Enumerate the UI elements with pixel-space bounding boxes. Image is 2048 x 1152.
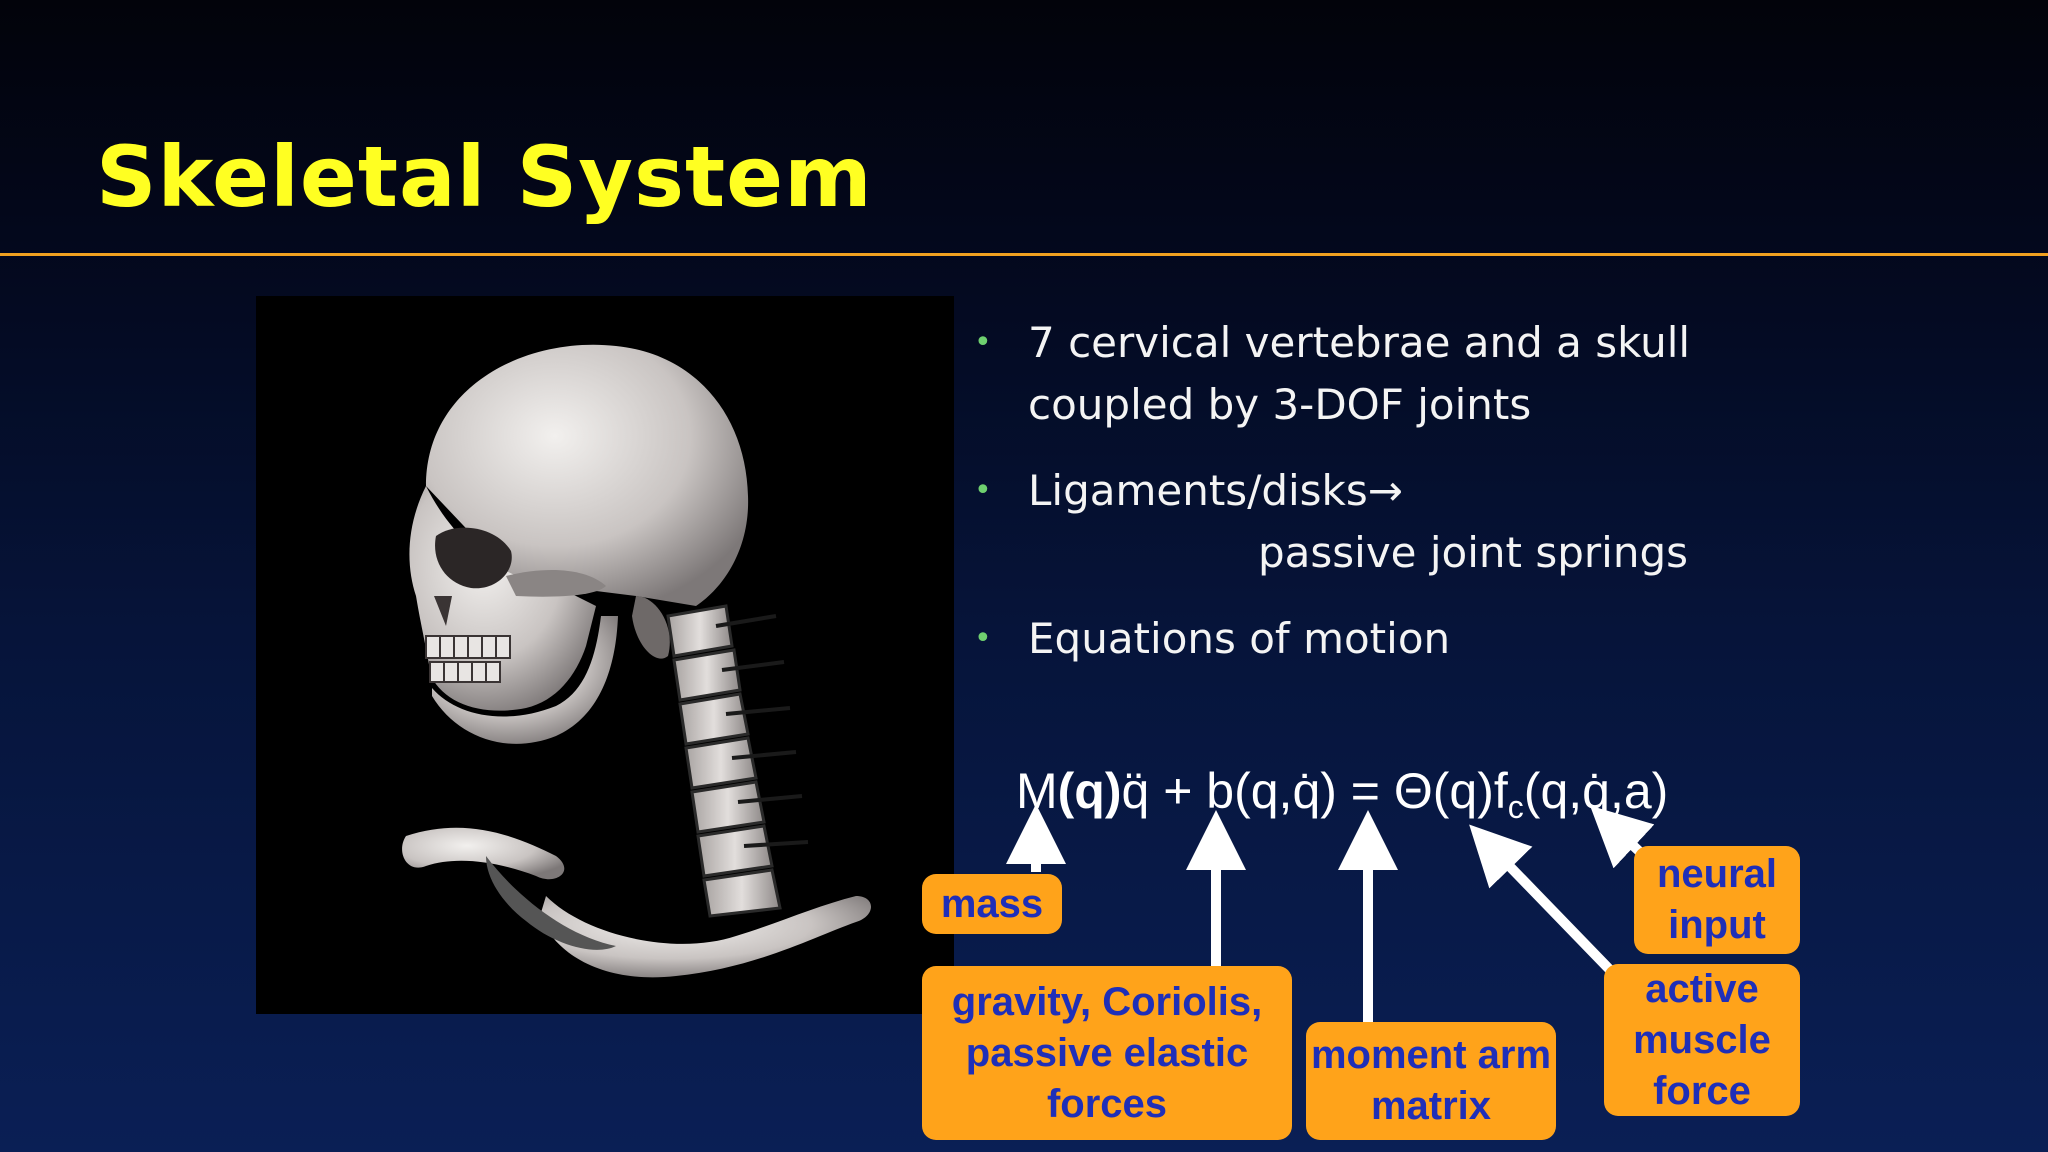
bullet-item: • Ligaments/disks→ passive joint springs — [968, 460, 2048, 584]
equation-force-args: (q,q̇,a) — [1523, 763, 1669, 819]
skull-spine-figure — [256, 296, 954, 1014]
equation-middle: q̈ + b(q,q̇) = — [1121, 763, 1394, 819]
skull-icon — [402, 344, 871, 978]
label-active-muscle: active muscle force — [1604, 964, 1800, 1116]
label-gravity-coriolis: gravity, Coriolis, passive elastic force… — [922, 966, 1292, 1140]
label-neural-input: neural input — [1634, 846, 1800, 954]
bullet-text: Ligaments/disks→ — [1028, 466, 1403, 515]
label-mass: mass — [922, 874, 1062, 934]
title-divider — [0, 253, 2048, 256]
label-moment-arm: moment arm matrix — [1306, 1022, 1556, 1140]
equation-mass-arg: (q) — [1057, 763, 1122, 819]
equation-moment-term: Θ(q)f — [1393, 763, 1508, 819]
bullet-text: coupled by 3-DOF joints — [1028, 380, 1532, 429]
bullet-text: Equations of motion — [1028, 614, 1451, 663]
bullet-dot: • — [974, 325, 992, 360]
arrow-active — [1469, 824, 1616, 976]
bullet-dot: • — [974, 621, 992, 656]
bullet-list: • 7 cervical vertebrae and a skull coupl… — [968, 312, 2048, 694]
equation-of-motion: M(q)q̈ + b(q,q̇) = Θ(q)fc(q,q̇,a) — [1016, 762, 1668, 826]
bullet-item: • Equations of motion — [968, 608, 2048, 670]
equation-mass-symbol: M — [1016, 763, 1058, 819]
bullet-text: 7 cervical vertebrae and a skull — [1028, 318, 1691, 367]
bullet-text: passive joint springs — [1258, 528, 1688, 577]
bullet-dot: • — [974, 473, 992, 508]
equation-subscript: c — [1507, 789, 1524, 825]
bullet-item: • 7 cervical vertebrae and a skull coupl… — [968, 312, 2048, 436]
slide-title: Skeletal System — [96, 128, 873, 226]
